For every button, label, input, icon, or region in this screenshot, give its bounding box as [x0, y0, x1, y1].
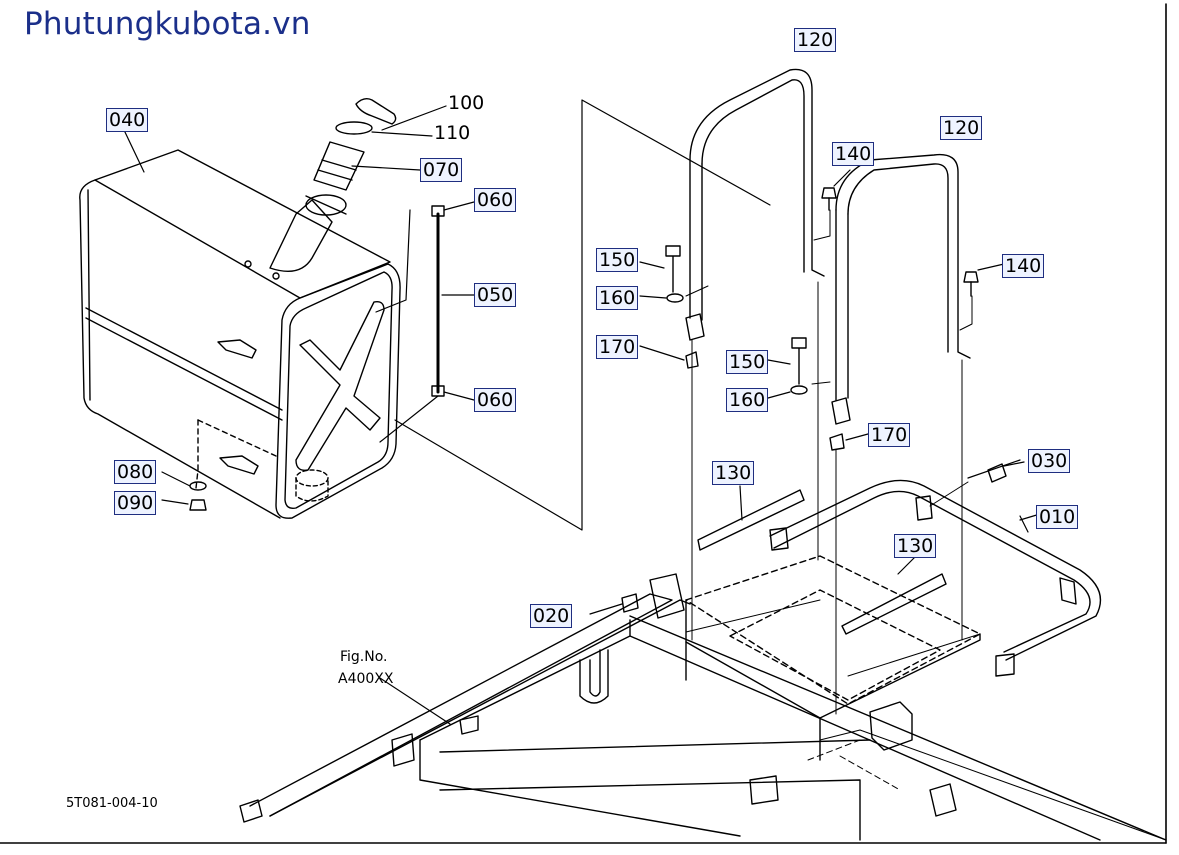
part-label-060-b[interactable]: 060	[474, 388, 517, 412]
part-label-070[interactable]: 070	[420, 158, 463, 182]
part-label-160-b[interactable]: 160	[726, 388, 769, 412]
figure-ref-line2: A400XX	[338, 671, 394, 687]
filler-strainer	[313, 97, 397, 191]
part-label-120-a[interactable]: 120	[794, 28, 837, 52]
part-label-020[interactable]: 020	[530, 604, 573, 628]
part-label-120-b[interactable]: 120	[940, 116, 983, 140]
figure-ref-line1: Fig.No.	[340, 649, 388, 665]
tank-straps	[685, 68, 971, 715]
part-label-110[interactable]: 110	[434, 122, 471, 144]
part-label-030[interactable]: 030	[1028, 449, 1071, 473]
part-label-050[interactable]: 050	[474, 283, 517, 307]
part-label-100[interactable]: 100	[448, 92, 485, 114]
part-label-130-a[interactable]: 130	[712, 461, 755, 485]
part-label-140-b[interactable]: 140	[1002, 254, 1045, 278]
mounting-frame	[239, 459, 1167, 841]
fuel-tank	[79, 149, 401, 519]
part-label-150-b[interactable]: 150	[726, 350, 769, 374]
part-label-040[interactable]: 040	[106, 108, 149, 132]
part-label-170-a[interactable]: 170	[596, 335, 639, 359]
part-label-060-a[interactable]: 060	[474, 188, 517, 212]
site-watermark: Phutungkubota.vn	[24, 6, 311, 42]
part-label-150-a[interactable]: 150	[596, 248, 639, 272]
part-label-130-b[interactable]: 130	[894, 534, 937, 558]
part-label-090[interactable]: 090	[114, 491, 157, 515]
part-label-170-b[interactable]: 170	[868, 423, 911, 447]
part-label-140-a[interactable]: 140	[832, 142, 875, 166]
diagram-code: 5T081-004-10	[66, 796, 158, 811]
part-label-010[interactable]: 010	[1036, 505, 1079, 529]
part-label-080[interactable]: 080	[114, 460, 157, 484]
part-label-160-a[interactable]: 160	[596, 286, 639, 310]
